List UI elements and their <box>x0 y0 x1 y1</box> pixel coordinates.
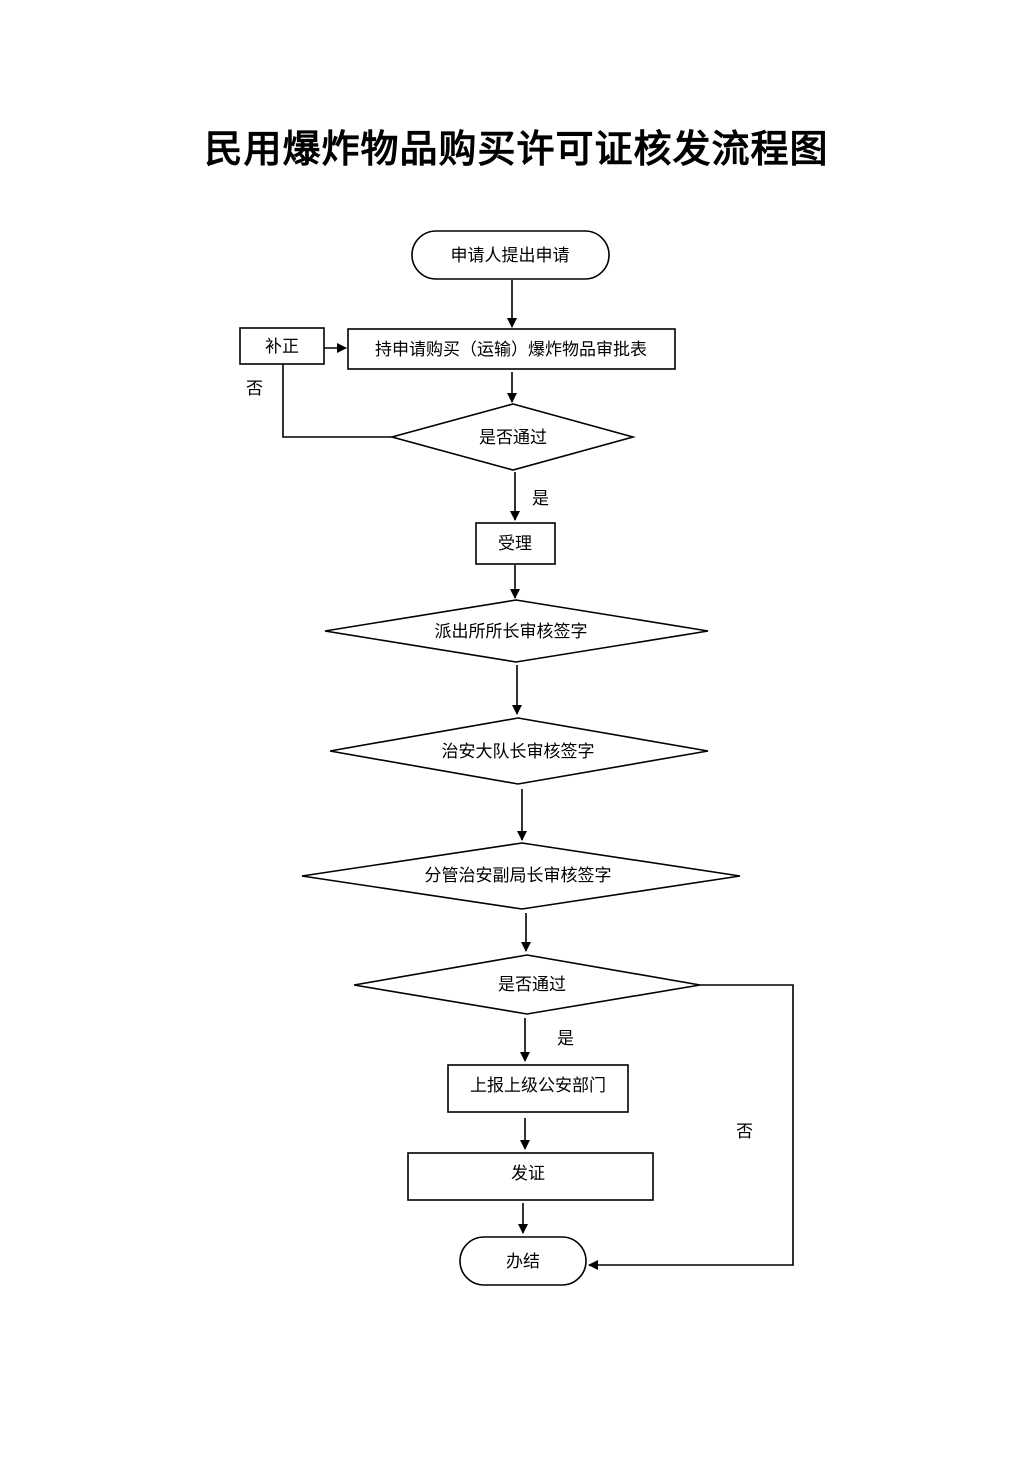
deputy-director-label: 分管治安副局长审核签字 <box>425 866 612 886</box>
form-node-label: 持申请购买（运输）爆炸物品审批表 <box>375 340 647 360</box>
accept-node-label: 受理 <box>498 534 532 554</box>
form-node: 持申请购买（运输）爆炸物品审批表 <box>347 328 676 370</box>
page-title: 民用爆炸物品购买许可证核发流程图 <box>204 126 829 171</box>
arrow-check2-no-to-end <box>588 984 794 1270</box>
connector-check1-no-to-correct <box>282 364 392 438</box>
end-node: 办结 <box>459 1236 587 1286</box>
correct-node: 补正 <box>239 327 325 365</box>
check1-decision-label: 是否通过 <box>479 428 547 448</box>
check1-no-label: 否 <box>246 379 263 399</box>
security-captain-label: 治安大队长审核签字 <box>442 742 595 762</box>
end-node-label: 办结 <box>506 1252 540 1272</box>
issue-node: 发证 <box>407 1152 654 1201</box>
check2-decision-label: 是否通过 <box>498 975 566 995</box>
check1-decision: 是否通过 <box>388 403 637 471</box>
check2-decision: 是否通过 <box>353 954 701 1015</box>
station-chief-decision: 派出所所长审核签字 <box>324 599 709 663</box>
check2-no-label: 否 <box>736 1122 753 1142</box>
security-captain-decision: 治安大队长审核签字 <box>329 717 709 785</box>
check2-yes-label: 是 <box>557 1029 574 1049</box>
accept-node: 受理 <box>475 522 556 565</box>
correct-node-label: 补正 <box>265 337 299 357</box>
check1-yes-label: 是 <box>532 489 549 509</box>
report-node: 上报上级公安部门 <box>447 1064 629 1113</box>
start-node: 申请人提出申请 <box>411 230 610 280</box>
station-chief-label: 派出所所长审核签字 <box>435 622 588 642</box>
start-node-label: 申请人提出申请 <box>451 246 570 266</box>
report-node-label: 上报上级公安部门 <box>470 1076 606 1096</box>
deputy-director-decision: 分管治安副局长审核签字 <box>301 842 741 910</box>
issue-node-label: 发证 <box>511 1164 545 1184</box>
